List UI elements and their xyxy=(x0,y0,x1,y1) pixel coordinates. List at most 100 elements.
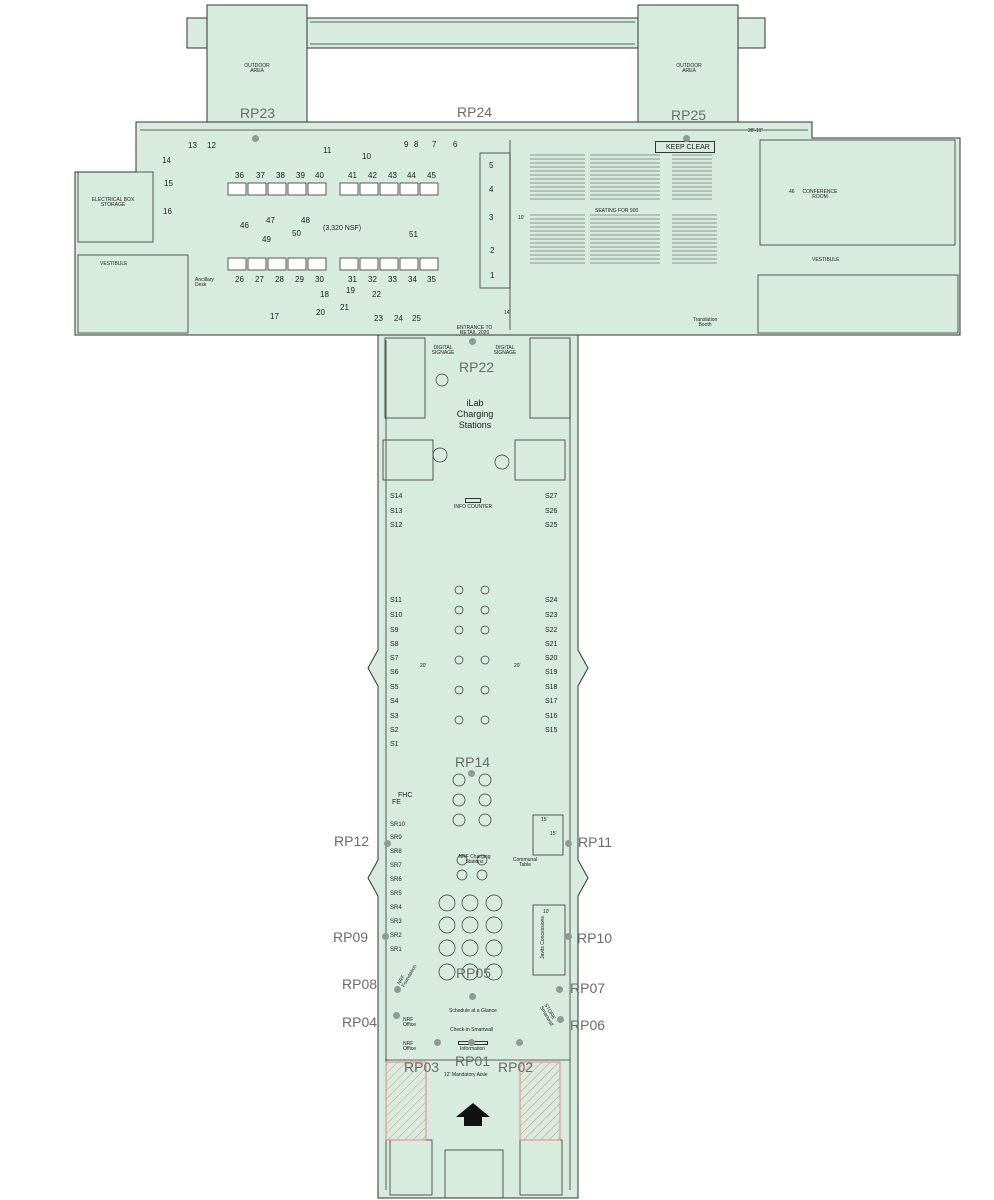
booth-24[interactable]: 24 xyxy=(394,314,403,323)
booth-11[interactable]: 11 xyxy=(323,146,332,155)
rp-label[interactable]: RP14 xyxy=(455,754,491,770)
rp-label[interactable]: RP24 xyxy=(457,104,493,120)
station-s1[interactable]: S1 xyxy=(390,741,399,748)
store-room-sr1[interactable]: SR1 xyxy=(390,947,402,953)
station-s16[interactable]: S16 xyxy=(545,713,558,720)
booth-26[interactable]: 26 xyxy=(235,275,244,284)
rp-label[interactable]: RP23 xyxy=(240,105,276,121)
store-room-sr7[interactable]: SR7 xyxy=(390,863,402,869)
store-room-sr4[interactable]: SR4 xyxy=(390,905,402,911)
station-s9[interactable]: S9 xyxy=(390,627,399,634)
station-s17[interactable]: S17 xyxy=(545,698,558,705)
booth-4[interactable]: 4 xyxy=(489,185,494,194)
booth-44[interactable]: 44 xyxy=(407,171,416,180)
booth-5[interactable]: 5 xyxy=(489,161,494,170)
rp-label[interactable]: RP04 xyxy=(342,1014,378,1030)
station-s10[interactable]: S10 xyxy=(390,612,403,619)
booth-49[interactable]: 49 xyxy=(262,235,271,244)
booth-23[interactable]: 23 xyxy=(374,314,383,323)
booth-3[interactable]: 3 xyxy=(489,213,494,222)
booth-27[interactable]: 27 xyxy=(255,275,264,284)
booth-31[interactable]: 31 xyxy=(348,275,357,284)
station-s26[interactable]: S26 xyxy=(545,508,558,515)
rp-label[interactable]: RP07 xyxy=(570,980,606,996)
booth-45[interactable]: 45 xyxy=(427,171,436,180)
booth-51[interactable]: 51 xyxy=(409,230,418,239)
station-s25[interactable]: S25 xyxy=(545,522,558,529)
station-s13[interactable]: S13 xyxy=(390,508,403,515)
booth-16[interactable]: 16 xyxy=(163,207,172,216)
booth-15[interactable]: 15 xyxy=(164,179,173,188)
booth-39[interactable]: 39 xyxy=(296,171,305,180)
store-room-sr9[interactable]: SR9 xyxy=(390,835,402,841)
station-s19[interactable]: S19 xyxy=(545,669,558,676)
booth-19[interactable]: 19 xyxy=(346,286,355,295)
booth-43[interactable]: 43 xyxy=(388,171,397,180)
rp-label[interactable]: RP01 xyxy=(455,1053,491,1069)
station-s8[interactable]: S8 xyxy=(390,641,399,648)
booth-40[interactable]: 40 xyxy=(315,171,324,180)
booth-47[interactable]: 47 xyxy=(266,216,275,225)
station-s18[interactable]: S18 xyxy=(545,684,558,691)
station-s6[interactable]: S6 xyxy=(390,669,399,676)
rp-label[interactable]: RP09 xyxy=(333,929,369,945)
booth-41[interactable]: 41 xyxy=(348,171,357,180)
booth-18[interactable]: 18 xyxy=(320,290,329,299)
station-s11[interactable]: S11 xyxy=(390,597,402,604)
booth-20[interactable]: 20 xyxy=(316,308,325,317)
rp-label[interactable]: RP03 xyxy=(404,1059,440,1075)
booth-28[interactable]: 28 xyxy=(275,275,284,284)
booth-14[interactable]: 14 xyxy=(162,156,171,165)
rp-label[interactable]: RP11 xyxy=(578,834,612,850)
store-room-sr5[interactable]: SR5 xyxy=(390,891,402,897)
rp-label[interactable]: RP02 xyxy=(498,1059,534,1075)
booth-13[interactable]: 13 xyxy=(188,141,197,150)
rp-label[interactable]: RP22 xyxy=(459,359,495,375)
station-s27[interactable]: S27 xyxy=(545,493,558,500)
booth-32[interactable]: 32 xyxy=(368,275,377,284)
station-s7[interactable]: S7 xyxy=(390,655,399,662)
store-room-sr10[interactable]: SR10 xyxy=(390,822,406,828)
booth-1[interactable]: 1 xyxy=(490,271,495,280)
store-room-sr8[interactable]: SR8 xyxy=(390,849,402,855)
booth-2[interactable]: 2 xyxy=(490,246,495,255)
station-s24[interactable]: S24 xyxy=(545,597,558,604)
station-s22[interactable]: S22 xyxy=(545,627,558,634)
booth-22[interactable]: 22 xyxy=(372,290,381,299)
rp-label[interactable]: RP25 xyxy=(671,107,707,123)
station-s5[interactable]: S5 xyxy=(390,684,399,691)
booth-46[interactable]: 46 xyxy=(240,221,249,230)
rp-label[interactable]: RP12 xyxy=(334,833,370,849)
booth-6[interactable]: 6 xyxy=(453,140,458,149)
rp-label[interactable]: RP10 xyxy=(577,930,613,946)
booth-50[interactable]: 50 xyxy=(292,229,301,238)
station-s12[interactable]: S12 xyxy=(390,522,403,529)
booth-33[interactable]: 33 xyxy=(388,275,397,284)
station-s14[interactable]: S14 xyxy=(390,493,403,500)
station-s4[interactable]: S4 xyxy=(390,698,399,705)
station-s2[interactable]: S2 xyxy=(390,727,399,734)
booth-34[interactable]: 34 xyxy=(408,275,417,284)
booth-17[interactable]: 17 xyxy=(270,312,279,321)
rp-label[interactable]: RP06 xyxy=(570,1017,606,1033)
station-s20[interactable]: S20 xyxy=(545,655,558,662)
booth-30[interactable]: 30 xyxy=(315,275,324,284)
store-room-sr3[interactable]: SR3 xyxy=(390,919,402,925)
booth-35[interactable]: 35 xyxy=(427,275,436,284)
store-room-sr2[interactable]: SR2 xyxy=(390,933,402,939)
booth-25[interactable]: 25 xyxy=(412,314,421,323)
booth-37[interactable]: 37 xyxy=(256,171,265,180)
booth-29[interactable]: 29 xyxy=(295,275,304,284)
booth-36[interactable]: 36 xyxy=(235,171,244,180)
booth-38[interactable]: 38 xyxy=(276,171,285,180)
booth-12[interactable]: 12 xyxy=(207,141,216,150)
station-s3[interactable]: S3 xyxy=(390,713,399,720)
booth-48[interactable]: 48 xyxy=(301,216,310,225)
booth-21[interactable]: 21 xyxy=(340,303,349,312)
rp-label[interactable]: RP08 xyxy=(342,976,378,992)
station-s23[interactable]: S23 xyxy=(545,612,558,619)
store-room-sr6[interactable]: SR6 xyxy=(390,877,402,883)
booth-8[interactable]: 8 xyxy=(414,140,419,149)
booth-7[interactable]: 7 xyxy=(432,140,437,149)
station-s21[interactable]: S21 xyxy=(545,641,558,648)
